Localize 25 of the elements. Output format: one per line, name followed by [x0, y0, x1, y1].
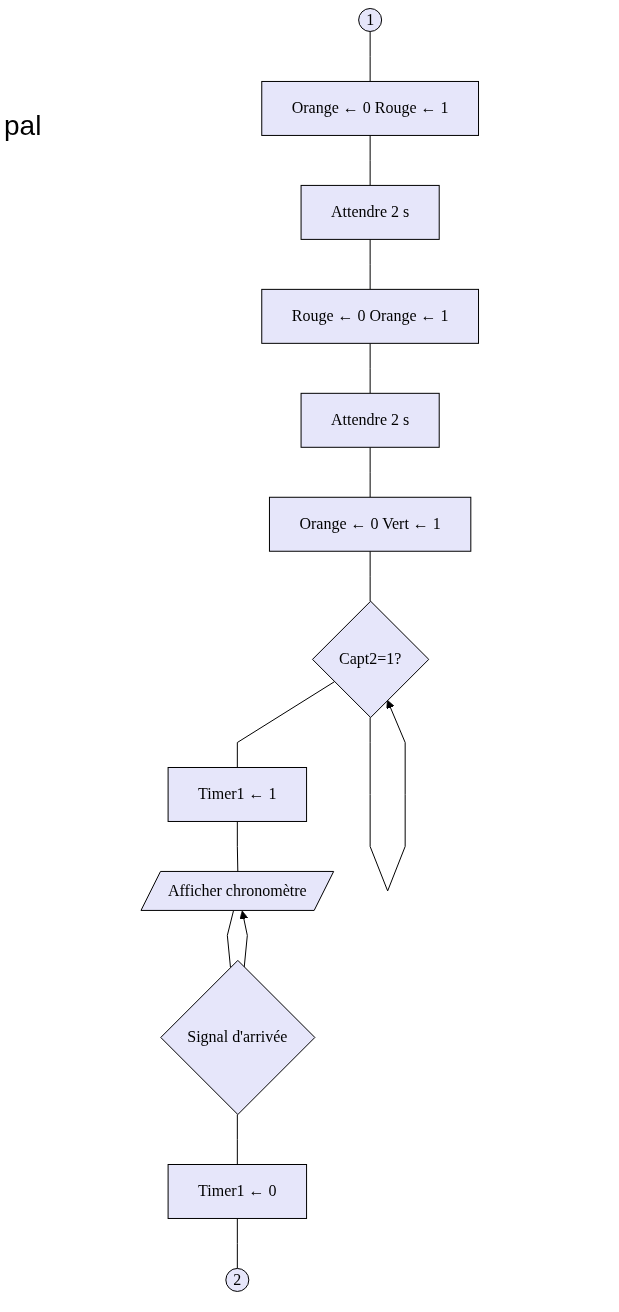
connector [369, 31, 371, 82]
node-box: Timer1 ← 1 [167, 767, 307, 822]
connector [369, 550, 371, 602]
arrow [239, 910, 248, 968]
connector [369, 342, 371, 394]
node-box: Timer1 ← 0 [167, 1164, 307, 1219]
node-box: Rouge ← 0 Orange ← 1 [261, 288, 479, 344]
node-box: Orange ← 0 Rouge ← 1 [261, 80, 479, 136]
node-box: Attendre 2 s [300, 184, 440, 240]
node-diamond: Capt2=1? [311, 600, 429, 718]
arrow [369, 699, 406, 892]
connector [236, 1217, 238, 1269]
connector [369, 134, 371, 186]
connector [236, 1114, 238, 1165]
connector [236, 681, 335, 768]
node-diamond: Signal d'arrivée [160, 959, 316, 1115]
connector [369, 238, 371, 290]
node-box: Orange ← 0 Vert ← 1 [268, 496, 472, 552]
connector [226, 910, 234, 968]
node-circle: 1 [357, 8, 382, 32]
heading-text: pal [4, 110, 42, 142]
connector [236, 820, 239, 873]
connector [369, 446, 371, 498]
node-box: Attendre 2 s [300, 392, 440, 448]
node-circle: 2 [225, 1267, 250, 1292]
